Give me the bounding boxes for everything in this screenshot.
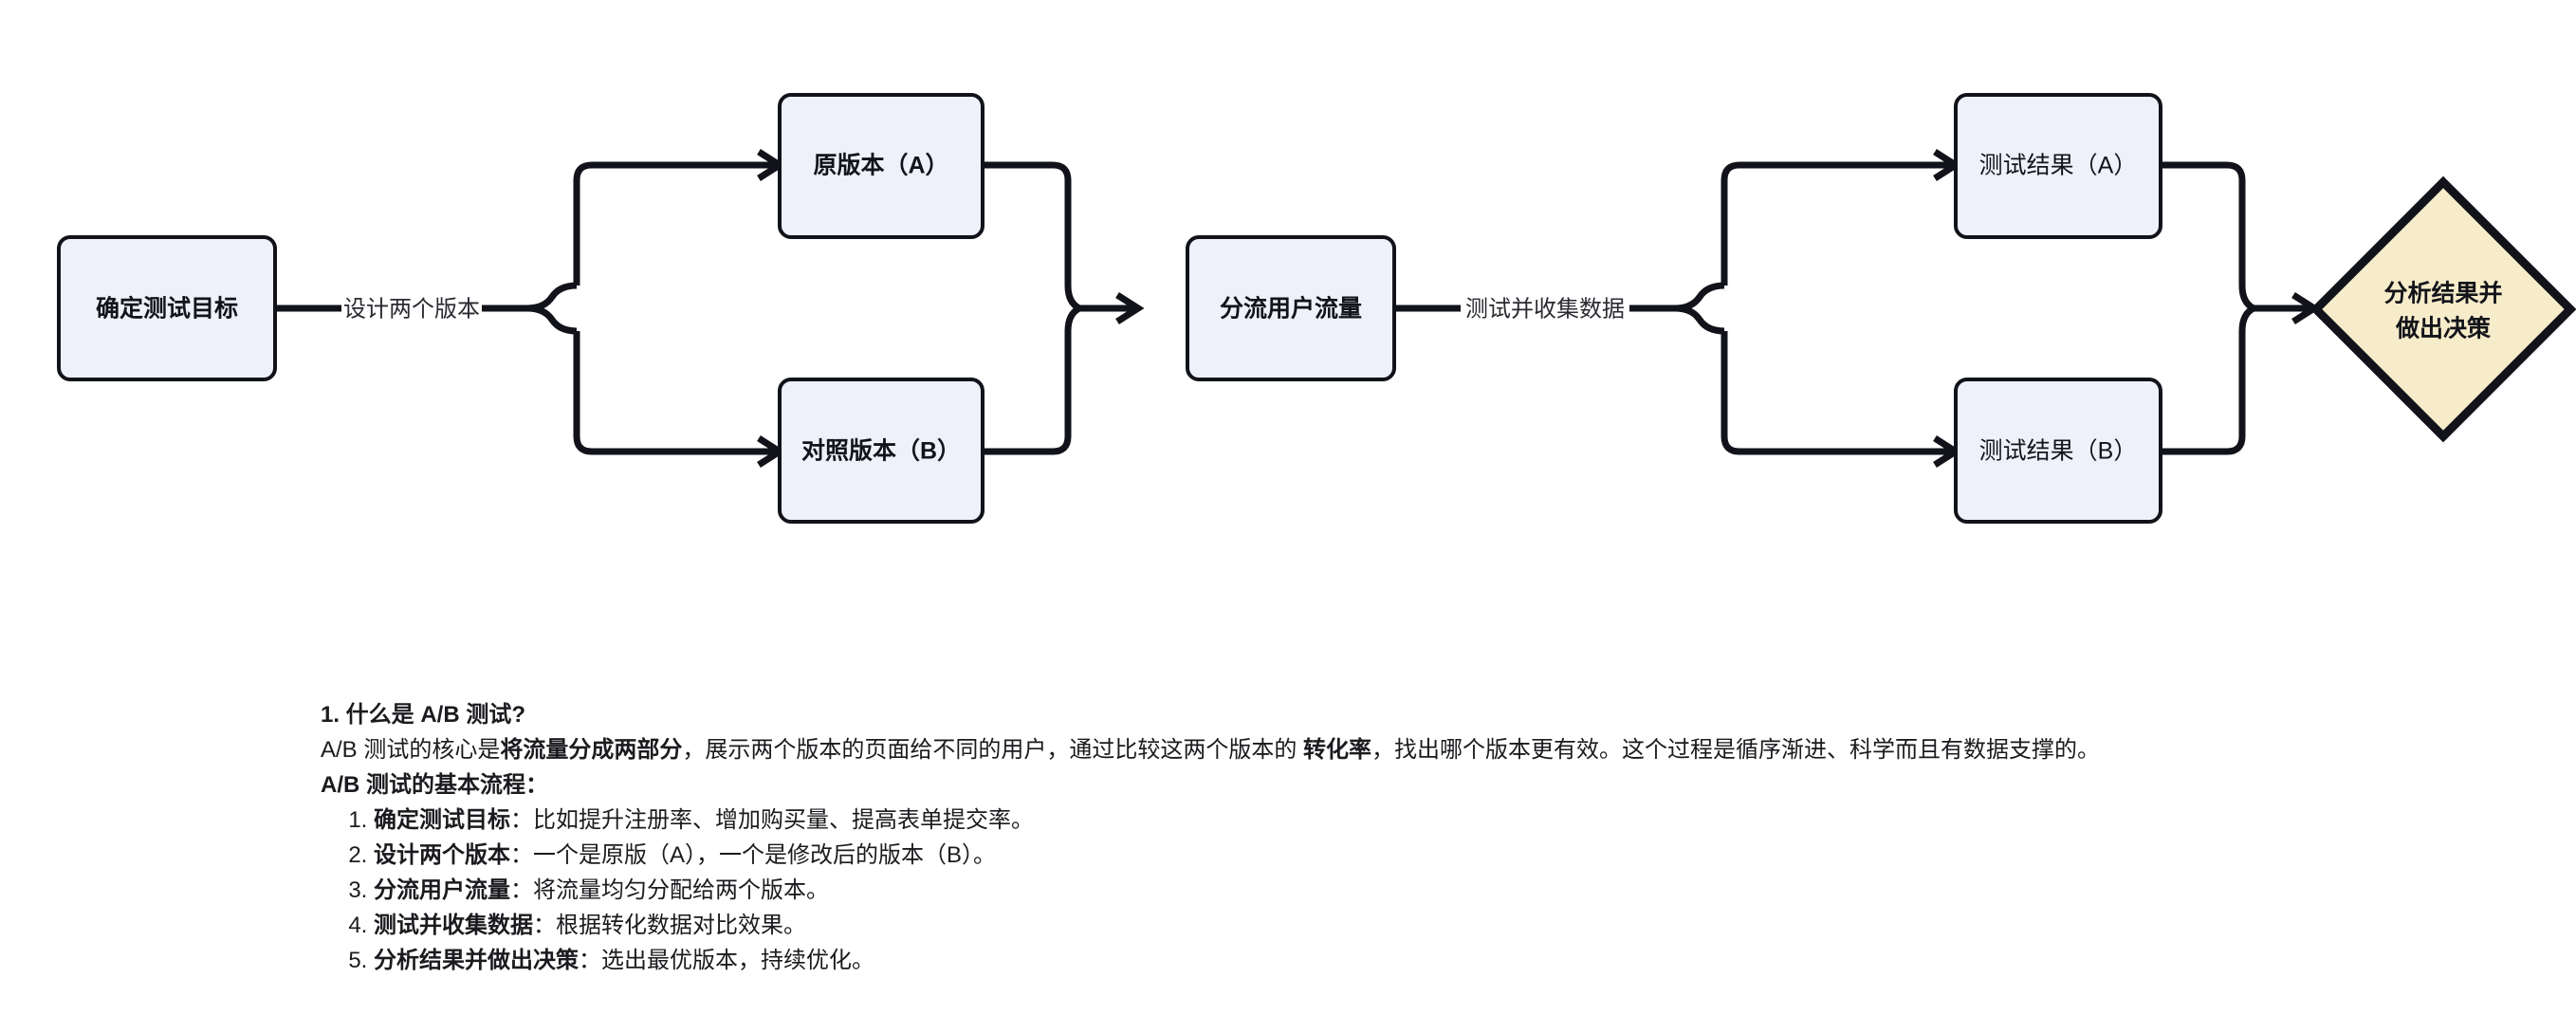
- process-step-list: 确定测试目标：比如提升注册率、增加购买量、提高表单提交率。 设计两个版本：一个是…: [321, 803, 2502, 978]
- step-term: 分析结果并做出决策: [374, 948, 579, 973]
- edges-layer: [275, 149, 2321, 468]
- node-version-b-shape[interactable]: [778, 378, 984, 524]
- fork-curl-lower-2: [1674, 304, 1725, 335]
- edge-label-design-two-versions: 设计两个版本: [343, 296, 480, 322]
- intro-part1: A/B 测试的核心是: [321, 737, 501, 763]
- edge-labels-layer: 设计两个版本 测试并收集数据: [343, 296, 1625, 322]
- step-desc: ：将流量均匀分配给两个版本。: [510, 877, 829, 903]
- intro-strong1: 将流量分成两部分: [500, 737, 683, 763]
- step-desc: ：一个是原版（A），一个是修改后的版本（B）。: [510, 842, 997, 868]
- article-body: 1. 什么是 A/B 测试? A/B 测试的核心是将流量分成两部分，展示两个版本…: [321, 697, 2502, 978]
- edge-fork2-to-resultA: [1720, 161, 1935, 286]
- fork-curl-lower-1: [526, 304, 578, 335]
- step-term: 测试并收集数据: [374, 913, 533, 938]
- arrow-head-versionB: [757, 435, 786, 468]
- arrow-head-split: [1115, 292, 1145, 324]
- fork-curl-upper-2: [1674, 282, 1725, 312]
- step-desc: ：选出最优版本，持续优化。: [579, 948, 874, 973]
- edge-fork-to-versionA: [573, 161, 759, 286]
- intro-part2: ，展示两个版本的页面给不同的用户，通过比较这两个版本的: [682, 737, 1304, 763]
- article-heading: 1. 什么是 A/B 测试?: [321, 702, 526, 728]
- node-goal-shape[interactable]: [57, 235, 277, 381]
- node-result-b[interactable]: 测试结果（B）: [1954, 378, 2162, 524]
- list-item: 分析结果并做出决策：选出最优版本，持续优化。: [374, 943, 2502, 978]
- step-desc: ：比如提升注册率、增加购买量、提高表单提交率。: [510, 807, 1034, 833]
- node-result-b-label: 测试结果（B）: [1979, 438, 2138, 465]
- edge-resultB-to-merge2: [2161, 331, 2246, 455]
- step-desc: ：根据转化数据对比效果。: [533, 913, 806, 938]
- node-traffic-split-shape[interactable]: [1186, 235, 1396, 381]
- list-item: 设计两个版本：一个是原版（A），一个是修改后的版本（B）。: [374, 838, 2502, 873]
- merge-curl-2: [2238, 285, 2261, 332]
- node-version-a[interactable]: 原版本（A）: [778, 93, 984, 239]
- list-item: 分流用户流量：将流量均匀分配给两个版本。: [374, 873, 2502, 908]
- merge-curl-1: [1064, 285, 1087, 332]
- nodes-layer: 确定测试目标 原版本（A） 对照版本（B） 分流用户流量 测试结果（A）: [57, 93, 2576, 524]
- flowchart-diagram: 设计两个版本 测试并收集数据 确定测试目标 原版本（A） 对照版本（B）: [57, 93, 2576, 524]
- step-term: 确定测试目标: [374, 807, 510, 833]
- edge-versionA-to-merge: [983, 161, 1072, 286]
- process-heading: A/B 测试的基本流程：: [321, 772, 548, 798]
- edge-label-test-and-collect: 测试并收集数据: [1465, 296, 1625, 322]
- arrow-head-versionA: [757, 149, 786, 181]
- arrow-head-resultA: [1933, 149, 1962, 181]
- intro-part3: ，找出哪个版本更有效。这个过程是循序渐进、科学而且有数据支撑的。: [1371, 737, 2101, 763]
- step-term: 分流用户流量: [374, 877, 510, 903]
- arrow-head-resultB: [1933, 435, 1962, 468]
- node-traffic-split[interactable]: 分流用户流量: [1186, 235, 1396, 381]
- node-version-a-shape[interactable]: [778, 93, 984, 239]
- node-result-b-shape[interactable]: [1954, 378, 2162, 524]
- node-decision-label-line1: 分析结果并: [2383, 280, 2502, 307]
- node-decision[interactable]: 分析结果并 做出决策: [2309, 175, 2576, 443]
- node-result-a-label: 测试结果（A）: [1979, 153, 2138, 179]
- node-result-a[interactable]: 测试结果（A）: [1954, 93, 2162, 239]
- node-version-b-label: 对照版本（B）: [801, 437, 961, 465]
- list-item: 确定测试目标：比如提升注册率、增加购买量、提高表单提交率。: [374, 803, 2502, 838]
- node-goal[interactable]: 确定测试目标: [57, 235, 277, 381]
- node-decision-shape[interactable]: [2309, 175, 2576, 443]
- node-decision-label-line2: 做出决策: [2395, 315, 2492, 342]
- node-traffic-split-label: 分流用户流量: [1220, 295, 1362, 323]
- edge-fork2-to-resultB: [1720, 331, 1935, 455]
- article-intro-paragraph: A/B 测试的核心是将流量分成两部分，展示两个版本的页面给不同的用户，通过比较这…: [321, 732, 2502, 767]
- node-goal-label: 确定测试目标: [96, 295, 238, 323]
- node-version-b[interactable]: 对照版本（B）: [778, 378, 984, 524]
- intro-strong2: 转化率: [1303, 737, 1372, 763]
- edge-resultA-to-merge2: [2161, 161, 2246, 286]
- node-version-a-label: 原版本（A）: [813, 152, 948, 179]
- step-term: 设计两个版本: [374, 842, 510, 868]
- list-item: 测试并收集数据：根据转化数据对比效果。: [374, 908, 2502, 943]
- fork-curl-upper-1: [526, 282, 578, 312]
- edge-fork-to-versionB: [573, 331, 759, 455]
- edge-versionB-to-merge: [983, 331, 1072, 455]
- node-result-a-shape[interactable]: [1954, 93, 2162, 239]
